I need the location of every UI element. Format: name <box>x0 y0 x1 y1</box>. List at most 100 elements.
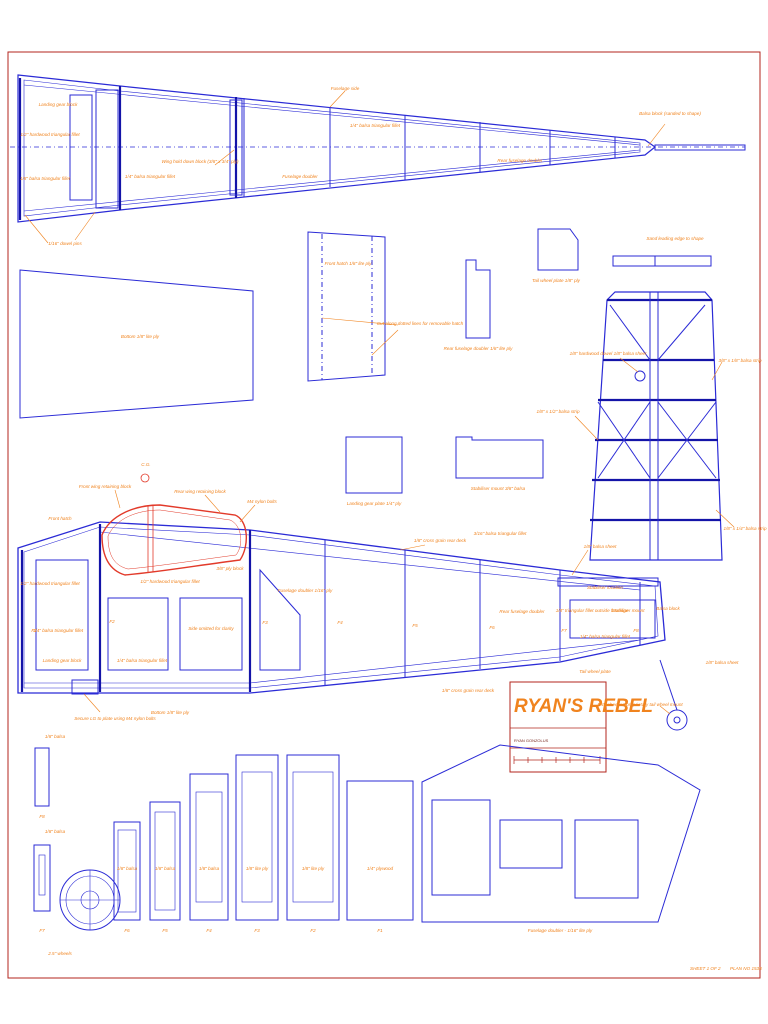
label-f8-balsa: 1/8" balsa <box>45 734 66 739</box>
label-f6: F6 <box>124 928 130 933</box>
stab-dowel <box>634 370 646 382</box>
formers-row: 1/8" balsa F8 1/8" balsa F7 2.5" wheels … <box>33 734 701 956</box>
label-secure-lg: Secure LG to plate using M4 nylon bolts <box>74 716 156 721</box>
fuselage-doubler-part <box>421 744 701 923</box>
leader-cross-grain <box>399 544 426 551</box>
plan-designer: RYAN GONZOLUS <box>514 738 549 743</box>
label-front-hatch: Front hatch 1/8" lite ply <box>325 261 373 266</box>
leader-strip-38 <box>711 361 723 381</box>
top-inner-line <box>23 84 641 146</box>
label-landing-gear-plate: Landing gear plate 1/4" ply <box>347 501 402 506</box>
label-f5: F5 <box>162 928 168 933</box>
side-deck-line <box>99 531 641 591</box>
label-sand-leading-edge: Sand leading edge to shape <box>646 236 704 241</box>
label-balsa-fillet-316: 3/16" balsa triangular fillet <box>474 531 527 536</box>
wing-saddle-inner <box>107 509 242 570</box>
label-cross-grain-deck: 1/8" cross grain rear deck <box>414 538 467 543</box>
title-block: RYAN'S REBEL RYAN GONZOLUS <box>509 681 653 773</box>
leader-dowel-stab <box>619 357 639 373</box>
top-nose-block <box>95 89 119 209</box>
label-rear-fuselage-doubler-top: Rear fuselage doubler <box>497 158 543 163</box>
label-landing-gear-block-top: Landing gear block <box>39 102 79 107</box>
leader-front-wing <box>114 489 121 509</box>
stabiliser-mount-part: Stabiliser mount 3/8" balsa <box>455 436 544 491</box>
former-f2-inner <box>292 771 334 903</box>
former-f2 <box>286 754 340 921</box>
label-ply-block: 3/8" ply block <box>216 566 244 571</box>
label-balsa-block-small: Balsa block <box>656 606 680 611</box>
leader-balsa-block <box>647 123 666 147</box>
label-side-lg-fillet: 1/4" balsa triangular fillet <box>117 658 168 663</box>
label-f5-material: 1/8" balsa <box>155 866 176 871</box>
former-f8 <box>34 747 50 807</box>
fuselage-side-outline <box>17 521 666 694</box>
label-front-hatch-side: Front hatch <box>48 516 72 521</box>
fuselage-side-view: C.G. Front wing retaining block Rear win… <box>17 462 740 731</box>
label-f8: F8 <box>39 814 45 819</box>
side-tail-block <box>569 599 656 639</box>
label-fillet-14-long: 1/4" balsa triangular fillet <box>580 634 631 639</box>
former-f4 <box>189 773 229 921</box>
stab-diag-2 <box>657 304 706 361</box>
label-balsa-sheet-bottom: 1/8" balsa sheet <box>706 660 740 665</box>
side-former-id-1: F1 <box>31 628 37 633</box>
label-f1-material: 1/4" plywood <box>367 866 394 871</box>
label-bottom-sheet: Bottom 1/8" lite ply <box>121 334 160 339</box>
label-tail-wheel-note: 1/4" wheel on proprietary tail wheel mou… <box>597 702 683 707</box>
landing-gear-plate-part: Landing gear plate 1/4" ply <box>345 436 403 506</box>
fuselage-side-inner <box>23 526 659 689</box>
label-fuselage-doubler-side: Fuselage doubler 1/16" ply <box>278 588 333 593</box>
leader-strip-14 <box>715 509 735 528</box>
front-hatch-part: Front hatch 1/8" lite ply Cut along dott… <box>307 231 464 382</box>
label-rear-wing-retaining: Rear wing retaining block <box>174 489 226 494</box>
side-triangle-panel <box>259 568 301 671</box>
wing-saddle-outline <box>101 504 247 576</box>
stab-diag-4 <box>597 401 651 479</box>
label-balsa-sheet-18: 1/8" balsa sheet <box>584 544 618 549</box>
plan-title: RYAN'S REBEL <box>514 696 653 717</box>
label-fuselage-doubler-ply: Fuselage doubler - 1/16" lite ply <box>528 928 593 933</box>
label-fuselage-side: Fuselage side <box>331 86 360 91</box>
side-former-id-2: F2 <box>109 619 115 624</box>
leader-tailwheel <box>659 705 671 715</box>
label-front-wing-retaining: Front wing retaining block <box>79 484 132 489</box>
top-wing-hold-down <box>229 99 243 196</box>
label-tail-wheel-plate2: Tail wheel plate <box>579 669 611 674</box>
former-f6-inner <box>117 829 137 913</box>
label-stab-location: Stabiliser location <box>587 585 623 590</box>
leader-m4 <box>239 504 256 523</box>
stab-leading-edge: Sand leading edge to shape <box>612 236 712 267</box>
label-m4-nylon: M4 nylon bolts <box>247 499 277 504</box>
former-f1 <box>346 780 414 921</box>
label-rear-fuselage-doubler2: Rear fuselage doubler <box>499 609 545 614</box>
leader-wing-hold <box>214 149 235 166</box>
sheet-border <box>7 51 761 979</box>
label-half-hardwood-top: 1/2" hardwood triangular fillet <box>20 132 80 137</box>
side-former-id-5: F5 <box>412 623 418 628</box>
side-panel-1 <box>107 597 169 671</box>
fuselage-top-inner <box>23 79 641 217</box>
side-former-id-3: F3 <box>262 620 268 625</box>
former-f5 <box>149 801 181 921</box>
leader-fuselage-side <box>329 90 346 108</box>
label-f3-material: 1/8" lite ply <box>246 866 269 871</box>
label-cg: C.G. <box>141 462 150 467</box>
side-former-id-7: F7 <box>561 628 567 633</box>
label-f4-material: 1/8" balsa <box>199 866 220 871</box>
label-f3: F3 <box>254 928 260 933</box>
top-inner-line-2 <box>23 149 641 212</box>
label-rear-doubler-part: Rear fuselage doubler 1/8" lite ply <box>444 346 513 351</box>
stab-diag-1 <box>609 304 651 361</box>
label-side-landing-gear-block: Landing gear block <box>43 658 83 663</box>
label-stab-mount-small: Stabiliser mount <box>612 608 646 613</box>
side-former-id-6: F6 <box>489 625 495 630</box>
cg-mark <box>140 473 150 483</box>
bottom-sheet-part: Bottom 1/8" lite ply <box>19 269 254 419</box>
label-balsa-block-top: Balsa block (sanded to shape) <box>639 111 701 116</box>
former-f6 <box>113 821 141 921</box>
former-f3 <box>235 754 279 921</box>
leader-rear-wing <box>204 494 221 513</box>
label-side-omitted: Side omitted for clarity <box>188 626 234 631</box>
side-bottom-line-2 <box>249 639 641 684</box>
leader-sheet-18 <box>571 549 589 576</box>
